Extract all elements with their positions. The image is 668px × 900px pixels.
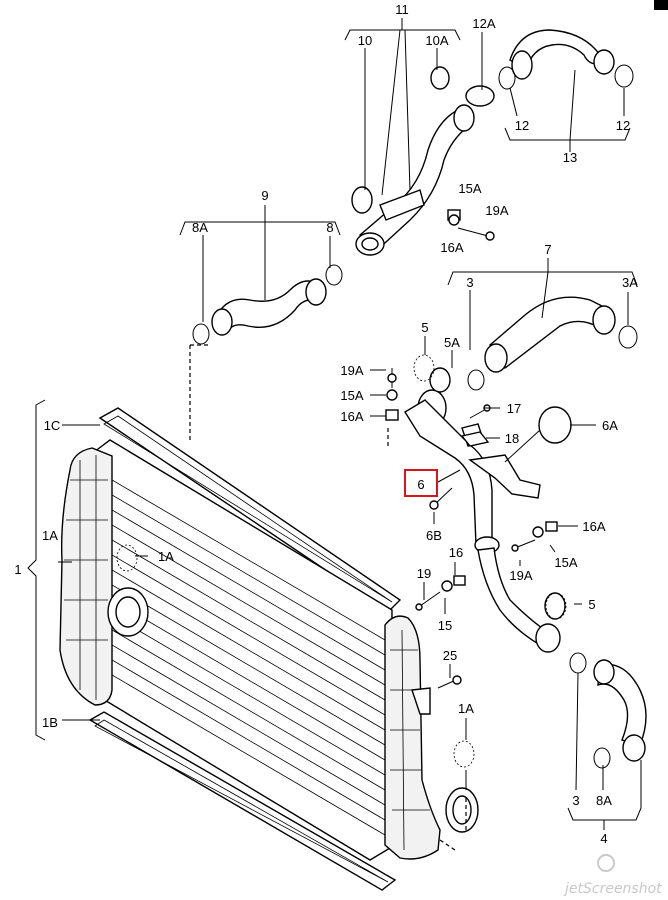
- label-17: 17: [507, 401, 521, 416]
- label-6a: 6A: [602, 418, 618, 433]
- label-3-bottom: 3: [572, 793, 579, 808]
- label-3-top: 3: [466, 275, 473, 290]
- label-9: 9: [261, 188, 268, 203]
- label-1a-inner: 1A: [158, 549, 174, 564]
- leader-lines: [27, 18, 642, 851]
- label-1c: 1C: [44, 418, 61, 433]
- label-16a-mid: 16A: [340, 409, 363, 424]
- label-8-top: 8: [326, 220, 333, 235]
- label-16a-top: 16A: [440, 240, 463, 255]
- label-11: 11: [395, 2, 409, 17]
- label-5-top: 5: [421, 320, 428, 335]
- label-13: 13: [563, 150, 577, 165]
- label-1a-bottom: 1A: [458, 701, 474, 716]
- intercooler: [59, 407, 479, 891]
- fasteners: [385, 209, 558, 689]
- label-19-mid: 19: [417, 566, 431, 581]
- highlight-box: [404, 469, 438, 497]
- label-18: 18: [505, 431, 519, 446]
- label-12a: 12A: [472, 16, 495, 31]
- label-15a-top: 15A: [458, 181, 481, 196]
- label-25: 25: [443, 648, 457, 663]
- label-10: 10: [358, 33, 372, 48]
- watermark-logo-icon: [597, 854, 615, 872]
- label-6-highlighted: 6: [417, 477, 424, 492]
- label-1b: 1B: [42, 715, 58, 730]
- label-16-mid: 16: [449, 545, 463, 560]
- label-8a-bottom: 8A: [596, 793, 612, 808]
- label-3a: 3A: [622, 275, 638, 290]
- label-5a: 5A: [444, 335, 460, 350]
- label-15a-right: 15A: [554, 555, 577, 570]
- part-labels: 11 10 10A 12A 12 12 13 9 8A 8 15A 19A 16…: [14, 2, 638, 846]
- label-15a-mid: 15A: [340, 388, 363, 403]
- watermark-text: jetScreenshot: [563, 881, 662, 897]
- pipe-6: [404, 367, 572, 554]
- label-10a: 10A: [425, 33, 448, 48]
- label-19a-right: 19A: [509, 568, 532, 583]
- hose-9: [192, 264, 343, 345]
- label-1: 1: [14, 562, 21, 577]
- label-12-right: 12: [616, 118, 630, 133]
- label-12-left: 12: [515, 118, 529, 133]
- label-7: 7: [544, 242, 551, 257]
- label-6b: 6B: [426, 528, 442, 543]
- hose-4: [477, 547, 647, 769]
- label-15-mid: 15: [438, 618, 452, 633]
- label-8a-top: 8A: [192, 220, 208, 235]
- corner-marker: [654, 0, 668, 10]
- label-4: 4: [600, 831, 607, 846]
- label-16a-right: 16A: [582, 519, 605, 534]
- hose-10: [351, 66, 475, 256]
- label-19a-top: 19A: [485, 203, 508, 218]
- label-19a-mid: 19A: [340, 363, 363, 378]
- watermark: jetScreenshot: [563, 854, 662, 897]
- label-5-right: 5: [588, 597, 595, 612]
- hose-7: [467, 296, 638, 391]
- hose-13: [465, 29, 634, 107]
- callout-ovals: [116, 66, 567, 768]
- label-1a-left: 1A: [42, 528, 58, 543]
